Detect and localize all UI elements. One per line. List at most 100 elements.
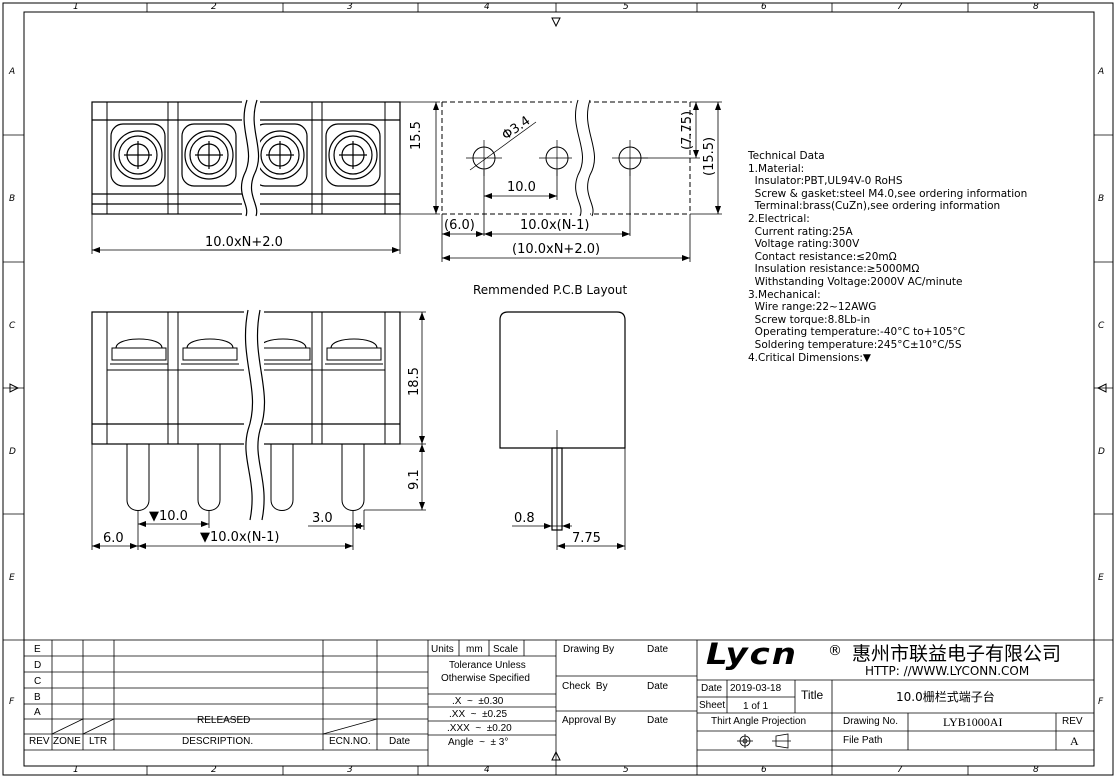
frame-row-a: A [9, 67, 16, 77]
tolerance-xxx: .XXX ~ ±0.20 [447, 723, 512, 734]
top-dim-height: 15.5 [409, 121, 424, 150]
rev-header-ecn: ECN.NO. [329, 736, 371, 747]
front-dim-end: 3.0 [312, 511, 333, 526]
tech-line: Soldering temperature:245°C±10°C/5S [748, 338, 962, 351]
drawing-no-value: LYB1000AI [943, 715, 1003, 729]
drawing-by-label: Drawing By [563, 644, 615, 655]
pcb-dim-half: (7.75) [680, 110, 695, 150]
tolerance-note-2: Otherwise Specified [441, 673, 530, 684]
pcb-layout-title: Remmended P.C.B Layout [473, 283, 628, 297]
approval-by-date: Date [647, 715, 669, 726]
tolerance-note-1: Tolerance Unless [449, 660, 526, 671]
check-by-label: Check By [562, 681, 608, 692]
tech-line: Wire range:22~12AWG [748, 301, 877, 314]
rev-header-zone: ZONE [53, 736, 81, 747]
tech-line: 4.Critical Dimensions:▼ [748, 351, 871, 364]
frame-row-e: E [9, 573, 15, 583]
tech-line: Withstanding Voltage:2000V AC/minute [748, 275, 963, 288]
frame-col-1-bottom: 1 [73, 765, 79, 775]
tech-line: 1.Material: [748, 162, 805, 175]
frame-col-2-bottom: 2 [211, 765, 217, 775]
frame-row-f: F [9, 697, 15, 707]
tech-line: Current rating:25A [748, 225, 853, 238]
units-value: mm [466, 644, 483, 655]
pcb-dim-pitch: 10.0 [507, 180, 536, 195]
pcb-dim-full: (15.5) [702, 136, 717, 176]
pcb-dim-total: (10.0xN+2.0) [512, 242, 601, 257]
front-dim-pitch: ▼10.0 [149, 509, 188, 524]
frame-row-b-right: B [1098, 194, 1105, 204]
frame-col-4-bottom: 4 [484, 765, 490, 775]
drawing-by-date: Date [647, 644, 669, 655]
company-name: 惠州市联益电子有限公司 [852, 643, 1062, 665]
pcb-dim-pitch-n: 10.0x(N-1) [520, 218, 590, 233]
frame-col-7-bottom: 7 [897, 765, 903, 775]
frame-col-4: 4 [484, 2, 490, 12]
frame-col-3-bottom: 3 [347, 765, 353, 775]
frame-col-2: 2 [211, 2, 217, 12]
file-path-label: File Path [843, 735, 883, 746]
frame-col-5: 5 [623, 2, 629, 12]
rev-value: A [1070, 734, 1079, 748]
tolerance-xx: .XX ~ ±0.25 [449, 709, 508, 720]
rev-row-d: D [34, 660, 42, 671]
frame-col-6-bottom: 6 [761, 765, 767, 775]
frame-row-c-right: C [1098, 321, 1105, 331]
units-label: Units [431, 644, 454, 655]
rev-header-rev: REV [29, 736, 50, 747]
tech-line: Operating temperature:-40°C to+105°C [748, 326, 966, 339]
frame-col-1: 1 [73, 2, 79, 12]
company-logo: Lycn [706, 637, 798, 672]
front-dim-height: 18.5 [407, 367, 422, 396]
tech-line: Technical Data [748, 150, 825, 162]
check-by-date: Date [647, 681, 669, 692]
scale-label: Scale [493, 644, 519, 655]
rev-released: RELEASED [197, 715, 251, 726]
date-label: Date [701, 683, 723, 694]
tolerance-angle: Angle ~ ± 3° [448, 737, 509, 748]
tech-line: Screw & gasket:steel M4.0,see ordering i… [748, 187, 1028, 200]
tech-line: 2.Electrical: [748, 212, 810, 225]
frame-col-7: 7 [897, 2, 903, 12]
drawing-no-label: Drawing No. [843, 716, 899, 727]
technical-data: Technical Data 1.Material: Insulator:PBT… [748, 150, 1027, 364]
rev-row-b: B [34, 692, 41, 703]
frame-col-8: 8 [1033, 2, 1039, 12]
rev-header-date: Date [389, 736, 411, 747]
title-value: 10.0栅栏式端子台 [896, 690, 995, 704]
frame-row-a-right: A [1098, 67, 1105, 77]
tech-line: Screw torque:8.8Lb-in [748, 313, 871, 326]
frame-col-3: 3 [347, 2, 353, 12]
projection-label: Thirt Angle Projection [711, 716, 807, 727]
sheet-label: Sheet [699, 700, 726, 711]
side-dim-pin: 0.8 [514, 511, 535, 526]
side-dim-depth: 7.75 [572, 531, 601, 546]
rev-label: REV [1062, 716, 1083, 727]
tech-line: Contact resistance:≤20mΩ [748, 250, 897, 263]
date-value: 2019-03-18 [730, 683, 782, 694]
front-dim-pin-length: 9.1 [407, 469, 422, 490]
tech-line: Terminal:brass(CuZn),see ordering inform… [748, 200, 1001, 213]
front-dim-offset: 6.0 [103, 531, 124, 546]
rev-row-a: A [34, 707, 41, 718]
frame-row-d: D [9, 447, 16, 457]
company-url: HTTP: //WWW.LYCONN.COM [865, 664, 1030, 678]
tech-line: Insulation resistance:≥5000MΩ [748, 263, 920, 276]
approval-by-label: Approval By [562, 715, 616, 726]
frame-row-c: C [9, 321, 16, 331]
frame-row-b: B [9, 194, 16, 204]
pcb-dim-offset: (6.0) [444, 218, 475, 233]
front-dim-pitch-n: ▼10.0x(N-1) [200, 530, 280, 545]
frame-row-f-right: F [1098, 697, 1104, 707]
tolerance-x: .X ~ ±0.30 [452, 696, 504, 707]
rev-row-c: C [34, 676, 42, 687]
rev-header-description: DESCRIPTION. [182, 736, 254, 747]
tech-line: Insulator:PBT,UL94V-0 RoHS [748, 175, 903, 188]
title-label: Title [801, 688, 824, 702]
sheet-value: 1 of 1 [743, 701, 769, 712]
frame-col-8-bottom: 8 [1033, 765, 1039, 775]
tech-line: Voltage rating:300V [748, 238, 860, 251]
frame-row-e-right: E [1098, 573, 1104, 583]
tech-line: 3.Mechanical: [748, 288, 821, 301]
